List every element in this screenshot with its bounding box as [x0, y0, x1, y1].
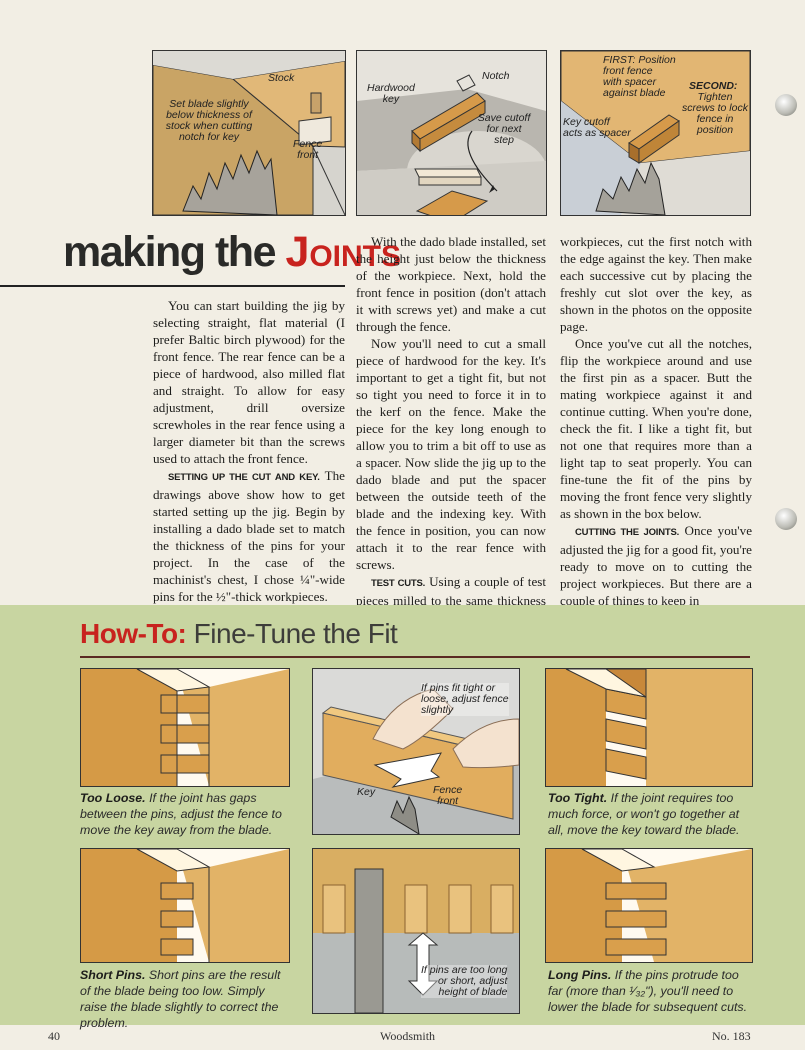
caption-title: Too Loose.: [80, 791, 146, 805]
run-in-head-test-cuts: Test Cuts.: [371, 578, 426, 589]
article-column-2: With the dado blade installed, set the h…: [356, 233, 546, 626]
label-set-blade: Set blade slightly below thickness of st…: [165, 98, 253, 143]
binder-hole-top: [775, 94, 797, 116]
illustration-hardwood-key: Hardwood key Notch Save cutoff for next …: [356, 50, 547, 216]
paragraph: Once you've adjusted the jig for a good …: [560, 523, 752, 608]
howto-title-rule: [80, 656, 750, 658]
howto-title-bold: How-To:: [80, 618, 187, 649]
headline-part2: Joints: [285, 228, 402, 276]
caption-text: If the pins protrude too far (more than …: [548, 968, 748, 1014]
magazine-name: Woodsmith: [380, 1029, 436, 1043]
run-in-head-cutting: Cutting the Joints.: [575, 527, 680, 538]
caption-title: Short Pins.: [80, 968, 146, 982]
figure-long-pins: [545, 848, 753, 963]
label-key-cutoff: Key cutoff acts as spacer: [563, 116, 631, 139]
caption-text: If the joint requires too much force, or…: [548, 791, 740, 837]
figure-short-pins: [80, 848, 290, 963]
caption-text: Short pins are the result of the blade b…: [80, 968, 281, 1030]
caption-text: If the joint has gaps between the pins, …: [80, 791, 282, 837]
illustration-blade-setup: Stock Set blade slightly below thickness…: [152, 50, 346, 216]
caption-short-pins: Short Pins. Short pins are the result of…: [80, 967, 292, 1031]
issue-number: No. 183: [712, 1029, 751, 1043]
label-adjust-fence: If pins fit tight or loose, adjust fence…: [421, 682, 509, 716]
article-column-1: You can start building the jig by select…: [153, 297, 345, 605]
caption-long-pins: Long Pins. If the pins protrude too far …: [548, 967, 754, 1015]
run-in-head-setup: Setting Up the Cut and Key.: [168, 472, 320, 483]
label-stock: Stock: [268, 72, 295, 84]
table-saw-drawing: [153, 51, 345, 215]
caption-title: Too Tight.: [548, 791, 608, 805]
paragraph: Now you'll need to cut a small piece of …: [356, 336, 546, 572]
joint-too-loose-drawing: [81, 669, 289, 786]
headline-rule: [0, 285, 345, 287]
label-hardwood-key: Hardwood key: [367, 82, 415, 105]
photo-adjust-fence: If pins fit tight or loose, adjust fence…: [312, 668, 520, 835]
page-number: 40: [48, 1029, 60, 1043]
howto-title-rest: Fine-Tune the Fit: [186, 618, 398, 649]
article-column-3: workpieces, cut the first notch with the…: [560, 233, 752, 609]
paragraph: The drawings above show how to get start…: [153, 468, 345, 604]
joint-long-pins-drawing: [546, 849, 752, 962]
binder-hole-middle: [775, 508, 797, 530]
joint-too-tight-drawing: [546, 669, 752, 786]
label-second-step: SECOND:: [689, 80, 738, 92]
figure-too-tight: [545, 668, 753, 787]
caption-too-tight: Too Tight. If the joint requires too muc…: [548, 790, 754, 838]
caption-title: Long Pins.: [548, 968, 612, 982]
joint-short-pins-drawing: [81, 849, 289, 962]
paragraph: You can start building the jig by select…: [153, 298, 345, 466]
caption-too-loose: Too Loose. If the joint has gaps between…: [80, 790, 290, 838]
label-second-text: Tighten screws to lock fence in position: [682, 91, 748, 136]
label-first-step: FIRST: Position front fence with spacer …: [603, 54, 676, 99]
label-save-cutoff: Save cutoff for next step: [477, 112, 531, 146]
figure-too-loose: [80, 668, 290, 787]
paragraph: Once you've cut all the notches, flip th…: [560, 336, 752, 521]
label-fence-front: Fence front: [293, 138, 323, 161]
photo-adjust-blade-height: If pins are too long or short, adjust he…: [312, 848, 520, 1014]
label-notch: Notch: [482, 70, 510, 82]
adjust-fence-photo: [313, 669, 519, 834]
illustration-spacer-fence: FIRST: Position front fence with spacer …: [560, 50, 751, 216]
hardwood-key-drawing: [357, 51, 546, 215]
article-headline: making the Joints: [63, 228, 401, 277]
howto-title: How-To: Fine-Tune the Fit: [80, 618, 398, 650]
headline-part1: making the: [63, 228, 286, 276]
label-key: Key: [357, 786, 376, 798]
paragraph: workpieces, cut the first notch with the…: [560, 234, 752, 334]
adjust-blade-photo: [313, 849, 519, 1013]
spacer-fence-drawing: [561, 51, 750, 215]
paragraph: With the dado blade installed, set the h…: [356, 234, 546, 334]
label-adjust-blade: If pins are too long or short, adjust he…: [421, 964, 508, 998]
label-fence-front-photo: Fence front: [433, 784, 463, 807]
